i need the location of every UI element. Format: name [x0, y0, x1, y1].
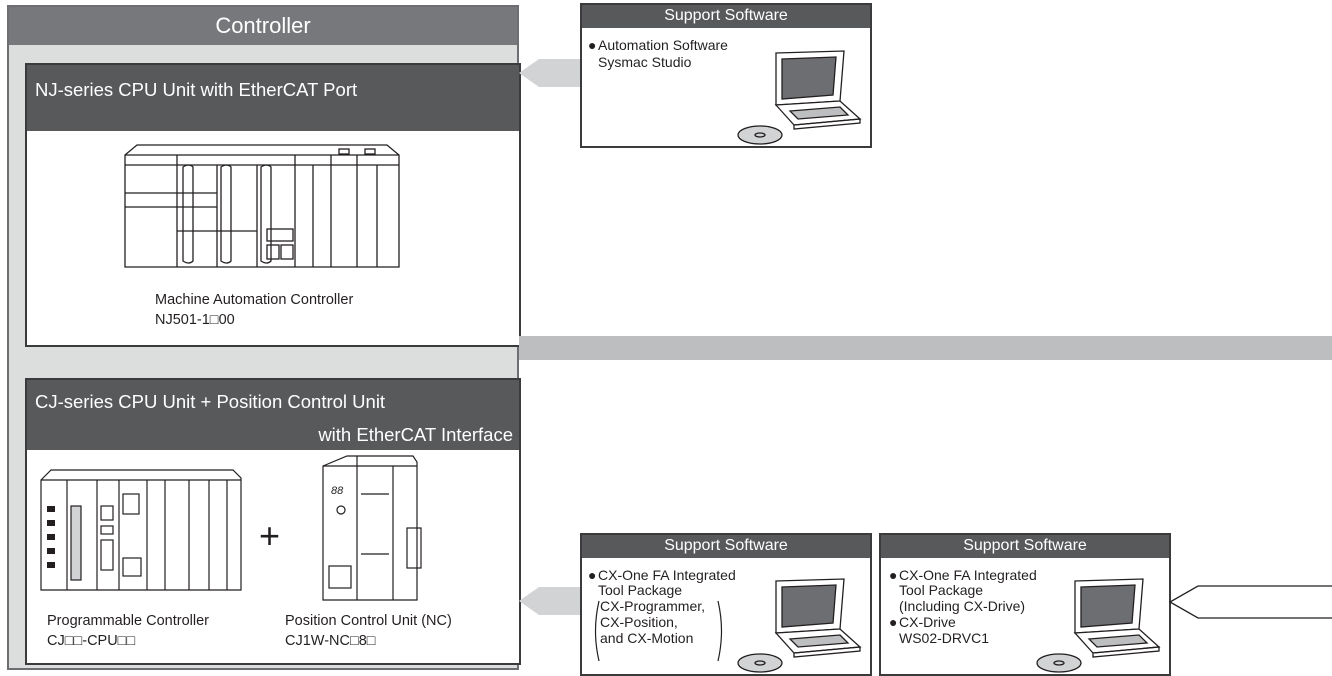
cx-drive-line4: CX-Drive [899, 614, 956, 630]
cx-drive-line2: Tool Package [899, 582, 984, 598]
nj-caption-line2: NJ501-1□00 [155, 312, 235, 328]
nc-unit-illustration: 88 [322, 455, 422, 601]
sysmac-line1: Automation Software [598, 37, 728, 53]
bracket-left-icon [594, 600, 600, 662]
cj-header-line2: with EtherCAT Interface [318, 424, 513, 445]
arrow-outline-icon [1168, 585, 1332, 619]
laptop-icon [737, 50, 862, 145]
nj-controller-illustration [124, 144, 400, 268]
support-software-cx-one: Support Software ●CX-One FA Integrated T… [580, 533, 872, 676]
support-software-header: Support Software [582, 535, 870, 558]
arrow-bottom-icon [519, 587, 581, 615]
nj-series-section: NJ-series CPU Unit with EtherCAT Port [25, 63, 521, 347]
support-software-sysmac: Support Software ●Automation Software Sy… [580, 3, 872, 148]
laptop-icon [1036, 578, 1161, 673]
cx-drive-line3: (Including CX-Drive) [899, 598, 1026, 614]
support-software-cx-drive: Support Software ●CX-One FA Integrated T… [879, 533, 1171, 676]
cx-drive-line5: WS02-DRVC1 [899, 630, 989, 646]
nc-caption-line1: Position Control Unit (NC) [285, 613, 452, 629]
bullet-icon: ● [588, 37, 597, 53]
bullet-icon: ● [588, 567, 597, 583]
cx-one-line4: CX-Position, [600, 614, 678, 630]
bullet-icon: ● [889, 567, 898, 583]
support-software-header: Support Software [881, 535, 1169, 558]
nj-section-header: NJ-series CPU Unit with EtherCAT Port [27, 65, 519, 131]
plc-caption-line2: CJ□□-CPU□□ [47, 633, 136, 649]
plus-sign: + [259, 515, 281, 556]
controller-title: Controller [9, 7, 517, 45]
nc-display-text: 88 [331, 485, 344, 497]
nj-caption-line1: Machine Automation Controller [155, 292, 354, 308]
sysmac-line2: Sysmac Studio [598, 54, 692, 70]
bracket-right-icon [717, 600, 723, 662]
cj-plc-illustration [40, 469, 242, 591]
cx-drive-line1: CX-One FA Integrated [899, 567, 1037, 583]
network-connector-bar [519, 336, 1332, 360]
cj-series-section: CJ-series CPU Unit + Position Control Un… [25, 378, 521, 665]
controller-panel: Controller NJ-series CPU Unit with Ether… [7, 5, 521, 670]
cx-one-line1: CX-One FA Integrated [598, 567, 736, 583]
cj-header-line1: CJ-series CPU Unit + Position Control Un… [35, 391, 386, 412]
arrow-top-icon [519, 59, 581, 87]
cx-one-line3: CX-Programmer, [600, 598, 706, 614]
bullet-icon: ● [889, 614, 898, 630]
laptop-icon [737, 578, 862, 673]
cx-one-line2: Tool Package [598, 582, 683, 598]
cx-one-line5: and CX-Motion [600, 630, 694, 646]
support-software-header: Support Software [582, 5, 870, 28]
plc-caption-line1: Programmable Controller [47, 613, 209, 629]
cj-section-header: CJ-series CPU Unit + Position Control Un… [27, 380, 519, 450]
nc-caption-line2: CJ1W-NC□8□ [285, 633, 376, 649]
